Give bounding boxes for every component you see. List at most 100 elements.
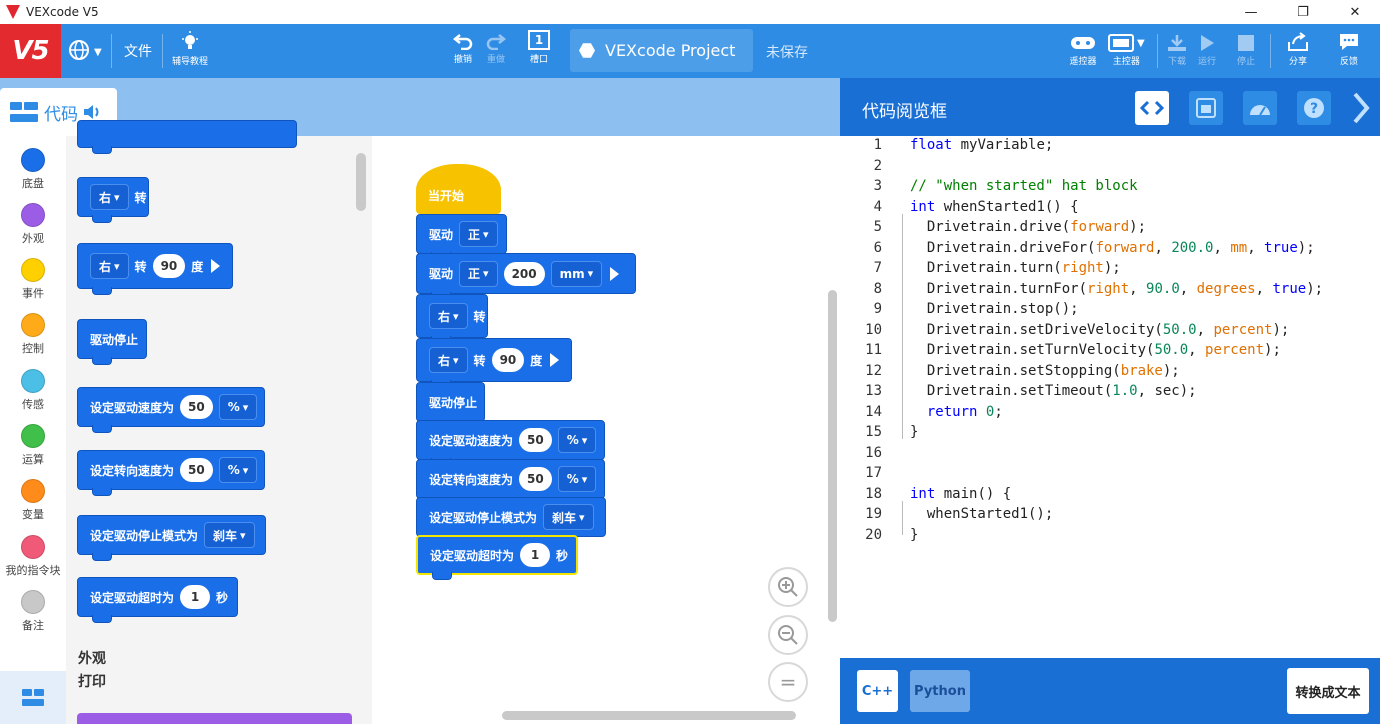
- file-menu[interactable]: 文件: [124, 41, 152, 61]
- palette-set-drive-velocity-block[interactable]: 设定驱动速度为 50 %: [77, 387, 265, 427]
- palette-set-turn-velocity-block[interactable]: 设定转向速度为 50 %: [77, 450, 265, 490]
- turn-for-block[interactable]: 右 转 90 度: [416, 338, 572, 382]
- category-comments[interactable]: 备注: [0, 590, 66, 633]
- turn-block[interactable]: 右 转: [416, 294, 488, 338]
- degrees-input[interactable]: 90: [492, 348, 525, 372]
- when-started-hat-block[interactable]: 当开始: [416, 164, 501, 214]
- unit-dropdown[interactable]: %: [219, 394, 258, 420]
- code-view-button[interactable]: [1135, 91, 1169, 125]
- slot-button[interactable]: 1 槽口: [528, 30, 550, 65]
- palette-turn-block[interactable]: 右 转: [77, 177, 149, 217]
- zoom-reset-button[interactable]: =: [768, 662, 808, 702]
- category-drivetrain[interactable]: 底盘: [0, 148, 66, 191]
- zoom-out-button[interactable]: [768, 615, 808, 655]
- category-label: 事件: [22, 285, 44, 301]
- palette-turn-for-block[interactable]: 右 转 90 度: [77, 243, 233, 289]
- category-operators[interactable]: 运算: [0, 424, 66, 467]
- devices-button[interactable]: [1189, 91, 1223, 125]
- palette-drive-stop-block[interactable]: 驱动停止: [77, 319, 147, 359]
- set-timeout-block[interactable]: 设定驱动超时为 1 秒: [416, 535, 578, 575]
- dashboard-button[interactable]: [1243, 91, 1277, 125]
- set-stopping-block[interactable]: 设定驱动停止模式为 刹车: [416, 497, 606, 537]
- speaker-icon: [82, 103, 102, 121]
- share-label: 分享: [1289, 54, 1307, 67]
- direction-dropdown[interactable]: 右: [90, 184, 129, 210]
- direction-dropdown[interactable]: 右: [429, 347, 468, 373]
- direction-dropdown[interactable]: 正: [459, 221, 498, 247]
- help-button[interactable]: ?: [1297, 91, 1331, 125]
- direction-dropdown[interactable]: 右: [90, 253, 129, 279]
- distance-input[interactable]: 200: [504, 262, 545, 286]
- velocity-input[interactable]: 50: [519, 428, 552, 452]
- velocity-input[interactable]: 50: [180, 458, 213, 482]
- unit-dropdown[interactable]: mm: [551, 261, 603, 287]
- convert-to-text-button[interactable]: 转换成文本: [1287, 668, 1369, 714]
- maximize-button[interactable]: ❐: [1280, 0, 1326, 24]
- stopping-mode-dropdown[interactable]: 刹车: [204, 522, 255, 548]
- degrees-input[interactable]: 90: [153, 254, 186, 278]
- cpp-button[interactable]: C++: [857, 670, 898, 712]
- category-control[interactable]: 控制: [0, 313, 66, 356]
- block-text: 驱动: [429, 265, 453, 282]
- direction-dropdown[interactable]: 右: [429, 303, 468, 329]
- direction-dropdown[interactable]: 正: [459, 261, 498, 287]
- unit-dropdown[interactable]: %: [558, 466, 597, 492]
- chevron-right-icon[interactable]: [1350, 91, 1372, 125]
- palette-scrollbar[interactable]: [356, 153, 366, 211]
- timeout-input[interactable]: 1: [520, 543, 550, 567]
- download-button[interactable]: 下载: [1166, 34, 1188, 67]
- drive-block[interactable]: 驱动 正: [416, 214, 507, 254]
- code-line: 7 Drivetrain.turn(right);: [840, 260, 1380, 280]
- velocity-input[interactable]: 50: [180, 395, 213, 419]
- feedback-button[interactable]: 反馈: [1338, 32, 1360, 67]
- workspace-vertical-scrollbar[interactable]: [828, 290, 837, 622]
- run-button[interactable]: 运行: [1198, 34, 1216, 67]
- code-text: }: [910, 424, 918, 440]
- category-label: 备注: [22, 617, 44, 633]
- redo-button[interactable]: 重做: [485, 32, 507, 65]
- category-looks[interactable]: 外观: [0, 203, 66, 246]
- code-tab-label: 代码: [44, 100, 78, 125]
- blocks-toggle-button[interactable]: [0, 671, 66, 724]
- close-window-button[interactable]: ✕: [1332, 0, 1378, 24]
- unit-dropdown[interactable]: %: [219, 457, 258, 483]
- category-sensing[interactable]: 传感: [0, 369, 66, 412]
- category-dot: [21, 203, 45, 227]
- code-line: 9 Drivetrain.stop();: [840, 301, 1380, 321]
- block-text: 设定驱动超时为: [90, 589, 174, 606]
- brain-button[interactable]: ▼ 主控器: [1108, 34, 1145, 67]
- category-variables[interactable]: 变量: [0, 479, 66, 522]
- controller-icon: [1069, 34, 1097, 52]
- tutorial-button[interactable]: 辅导教程: [172, 30, 208, 67]
- play-triangle-icon: [610, 267, 619, 281]
- workspace-horizontal-scrollbar[interactable]: [502, 711, 796, 720]
- category-my-blocks[interactable]: 我的指令块: [0, 535, 66, 578]
- line-number: 9: [862, 301, 882, 317]
- share-button[interactable]: 分享: [1287, 32, 1309, 67]
- zoom-in-button[interactable]: [768, 567, 808, 607]
- python-button[interactable]: Python: [910, 670, 970, 712]
- stop-button[interactable]: 停止: [1237, 34, 1255, 67]
- block-text: 度: [191, 258, 203, 275]
- velocity-input[interactable]: 50: [519, 467, 552, 491]
- unit-dropdown[interactable]: %: [558, 427, 597, 453]
- stopping-mode-dropdown[interactable]: 刹车: [543, 504, 594, 530]
- drive-stop-block[interactable]: 驱动停止: [416, 382, 485, 422]
- language-button[interactable]: ▼: [68, 39, 102, 61]
- timeout-input[interactable]: 1: [180, 585, 210, 609]
- palette-set-timeout-block[interactable]: 设定驱动超时为 1 秒: [77, 577, 238, 617]
- minimize-button[interactable]: —: [1228, 0, 1274, 24]
- controller-button[interactable]: 遥控器: [1069, 34, 1097, 67]
- chevron-down-icon: ▼: [94, 47, 102, 58]
- project-name-field[interactable]: VEXcode Project: [570, 29, 753, 72]
- set-drive-velocity-block[interactable]: 设定驱动速度为 50 %: [416, 420, 605, 460]
- set-turn-velocity-block[interactable]: 设定转向速度为 50 %: [416, 459, 605, 499]
- drive-for-block[interactable]: 驱动 正 200 mm: [416, 253, 636, 294]
- code-line: 1float myVariable;: [840, 137, 1380, 157]
- undo-button[interactable]: 撤销: [452, 32, 474, 65]
- category-events[interactable]: 事件: [0, 258, 66, 301]
- palette-print-block[interactable]: [77, 713, 352, 724]
- palette-partial-block[interactable]: [77, 120, 297, 148]
- palette-set-stopping-block[interactable]: 设定驱动停止模式为 刹车: [77, 515, 266, 555]
- code-text-area[interactable]: 1float myVariable;23// "when started" ha…: [840, 136, 1380, 658]
